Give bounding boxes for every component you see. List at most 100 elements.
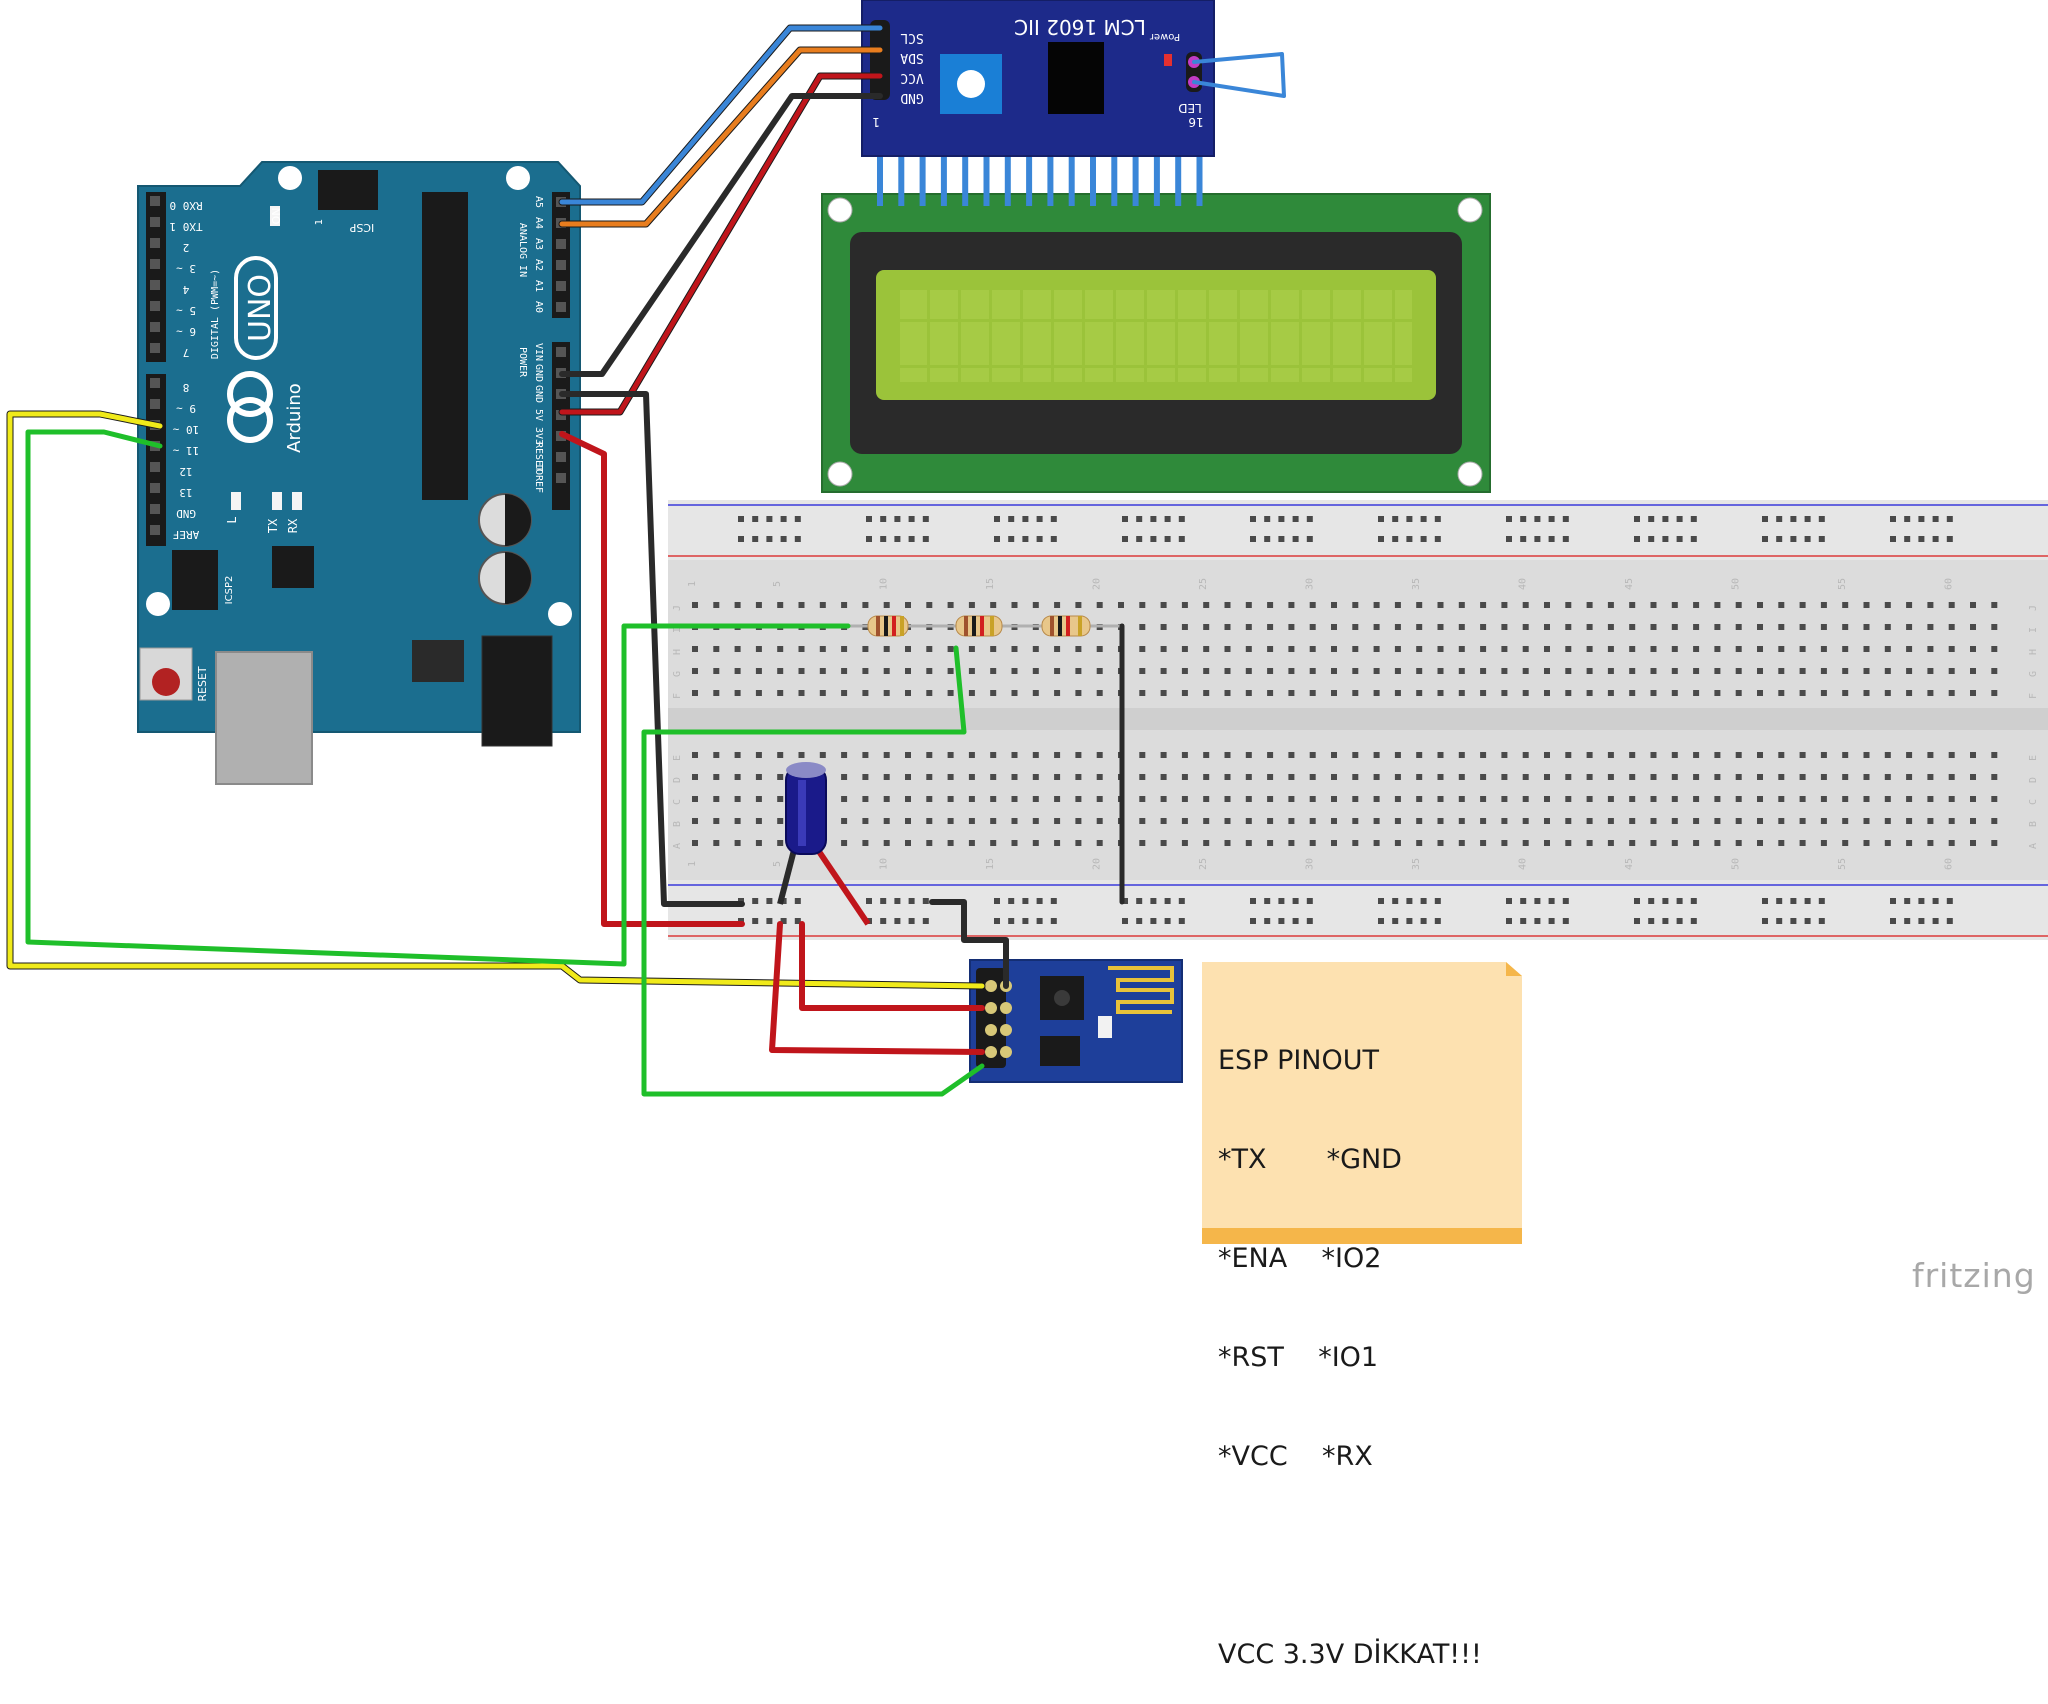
breadboard-hole[interactable] <box>1757 668 1763 674</box>
breadboard-hole[interactable] <box>1693 646 1700 652</box>
breadboard-hole[interactable] <box>926 646 933 652</box>
breadboard-hole[interactable] <box>755 668 762 674</box>
breadboard-hole[interactable] <box>1036 918 1043 924</box>
breadboard-hole[interactable] <box>862 602 869 608</box>
header-pin[interactable] <box>150 301 160 311</box>
header-pin[interactable] <box>556 347 566 357</box>
breadboard-hole[interactable] <box>1927 602 1934 608</box>
breadboard-hole[interactable] <box>1480 646 1487 652</box>
breadboard-hole[interactable] <box>1501 690 1508 696</box>
breadboard-hole[interactable] <box>1757 796 1763 802</box>
breadboard-hole[interactable] <box>1970 818 1976 824</box>
breadboard-hole[interactable] <box>1548 536 1555 542</box>
breadboard-hole[interactable] <box>1762 918 1768 924</box>
breadboard-hole[interactable] <box>862 646 869 652</box>
breadboard-hole[interactable] <box>1906 668 1913 674</box>
breadboard-hole[interactable] <box>1778 646 1785 652</box>
breadboard-hole[interactable] <box>1607 796 1614 802</box>
breadboard-hole[interactable] <box>1394 690 1401 696</box>
breadboard-hole[interactable] <box>1927 818 1934 824</box>
breadboard-hole[interactable] <box>1203 752 1210 758</box>
breadboard-hole[interactable] <box>1373 602 1380 608</box>
breadboard-hole[interactable] <box>1565 602 1572 608</box>
breadboard-hole[interactable] <box>1904 536 1911 542</box>
breadboard-hole[interactable] <box>1544 752 1550 758</box>
breadboard-hole[interactable] <box>1634 536 1640 542</box>
breadboard-hole[interactable] <box>1671 796 1678 802</box>
breadboard-hole[interactable] <box>1946 918 1953 924</box>
breadboard-hole[interactable] <box>1288 818 1295 824</box>
breadboard-hole[interactable] <box>1139 840 1146 846</box>
breadboard-hole[interactable] <box>1762 898 1768 904</box>
header-pin[interactable] <box>556 281 566 291</box>
breadboard-hole[interactable] <box>1050 918 1057 924</box>
breadboard-hole[interactable] <box>926 774 933 780</box>
breadboard-hole[interactable] <box>1075 690 1082 696</box>
breadboard-hole[interactable] <box>1948 774 1955 780</box>
breadboard-hole[interactable] <box>1501 840 1508 846</box>
breadboard-hole[interactable] <box>968 818 975 824</box>
breadboard-hole[interactable] <box>1820 840 1827 846</box>
breadboard-hole[interactable] <box>1288 690 1295 696</box>
breadboard-hole[interactable] <box>1480 774 1487 780</box>
breadboard-hole[interactable] <box>1501 796 1508 802</box>
breadboard-hole[interactable] <box>1224 602 1231 608</box>
breadboard-hole[interactable] <box>1778 668 1785 674</box>
breadboard-hole[interactable] <box>1164 516 1171 522</box>
breadboard-hole[interactable] <box>1918 918 1925 924</box>
breadboard-hole[interactable] <box>1150 898 1157 904</box>
breadboard-hole[interactable] <box>990 796 997 802</box>
breadboard-hole[interactable] <box>1378 918 1384 924</box>
breadboard-hole[interactable] <box>862 774 869 780</box>
breadboard-hole[interactable] <box>1160 668 1167 674</box>
breadboard-hole[interactable] <box>1676 898 1683 904</box>
breadboard-hole[interactable] <box>1650 624 1657 630</box>
breadboard-hole[interactable] <box>990 668 997 674</box>
breadboard-hole[interactable] <box>1820 752 1827 758</box>
breadboard-hole[interactable] <box>1714 796 1721 802</box>
breadboard-hole[interactable] <box>1544 796 1550 802</box>
breadboard-hole[interactable] <box>1863 646 1870 652</box>
breadboard-hole[interactable] <box>1501 624 1508 630</box>
breadboard-hole[interactable] <box>1245 690 1252 696</box>
breadboard-hole[interactable] <box>1022 918 1029 924</box>
breadboard-hole[interactable] <box>1480 752 1487 758</box>
breadboard-hole[interactable] <box>908 918 915 924</box>
breadboard-hole[interactable] <box>1799 774 1806 780</box>
breadboard-hole[interactable] <box>862 752 869 758</box>
breadboard-hole[interactable] <box>692 818 698 824</box>
breadboard-hole[interactable] <box>1392 918 1399 924</box>
breadboard-hole[interactable] <box>780 918 787 924</box>
breadboard-hole[interactable] <box>1735 624 1742 630</box>
breadboard-hole[interactable] <box>1629 646 1636 652</box>
breadboard-hole[interactable] <box>1693 668 1700 674</box>
breadboard-hole[interactable] <box>755 840 762 846</box>
breadboard-hole[interactable] <box>794 516 801 522</box>
breadboard-hole[interactable] <box>1203 796 1210 802</box>
breadboard-hole[interactable] <box>841 774 848 780</box>
breadboard-hole[interactable] <box>1394 796 1401 802</box>
breadboard-hole[interactable] <box>1306 536 1313 542</box>
breadboard-hole[interactable] <box>798 690 805 696</box>
breadboard-hole[interactable] <box>1022 898 1029 904</box>
breadboard-hole[interactable] <box>1629 602 1636 608</box>
breadboard-hole[interactable] <box>1480 690 1487 696</box>
breadboard-hole[interactable] <box>1735 690 1742 696</box>
breadboard-hole[interactable] <box>1629 796 1636 802</box>
breadboard-hole[interactable] <box>1036 536 1043 542</box>
breadboard-hole[interactable] <box>1373 668 1380 674</box>
header-pin[interactable] <box>150 217 160 227</box>
breadboard-hole[interactable] <box>1970 624 1976 630</box>
breadboard-hole[interactable] <box>1607 774 1614 780</box>
breadboard-hole[interactable] <box>1458 646 1465 652</box>
breadboard-hole[interactable] <box>1906 624 1913 630</box>
breadboard-hole[interactable] <box>1676 918 1683 924</box>
breadboard-hole[interactable] <box>1607 840 1614 846</box>
breadboard-hole[interactable] <box>883 646 890 652</box>
header-pin[interactable] <box>150 343 160 353</box>
breadboard-hole[interactable] <box>1948 752 1955 758</box>
breadboard-hole[interactable] <box>968 690 975 696</box>
breadboard-hole[interactable] <box>866 516 872 522</box>
breadboard-hole[interactable] <box>1544 818 1550 824</box>
breadboard-hole[interactable] <box>1842 690 1849 696</box>
